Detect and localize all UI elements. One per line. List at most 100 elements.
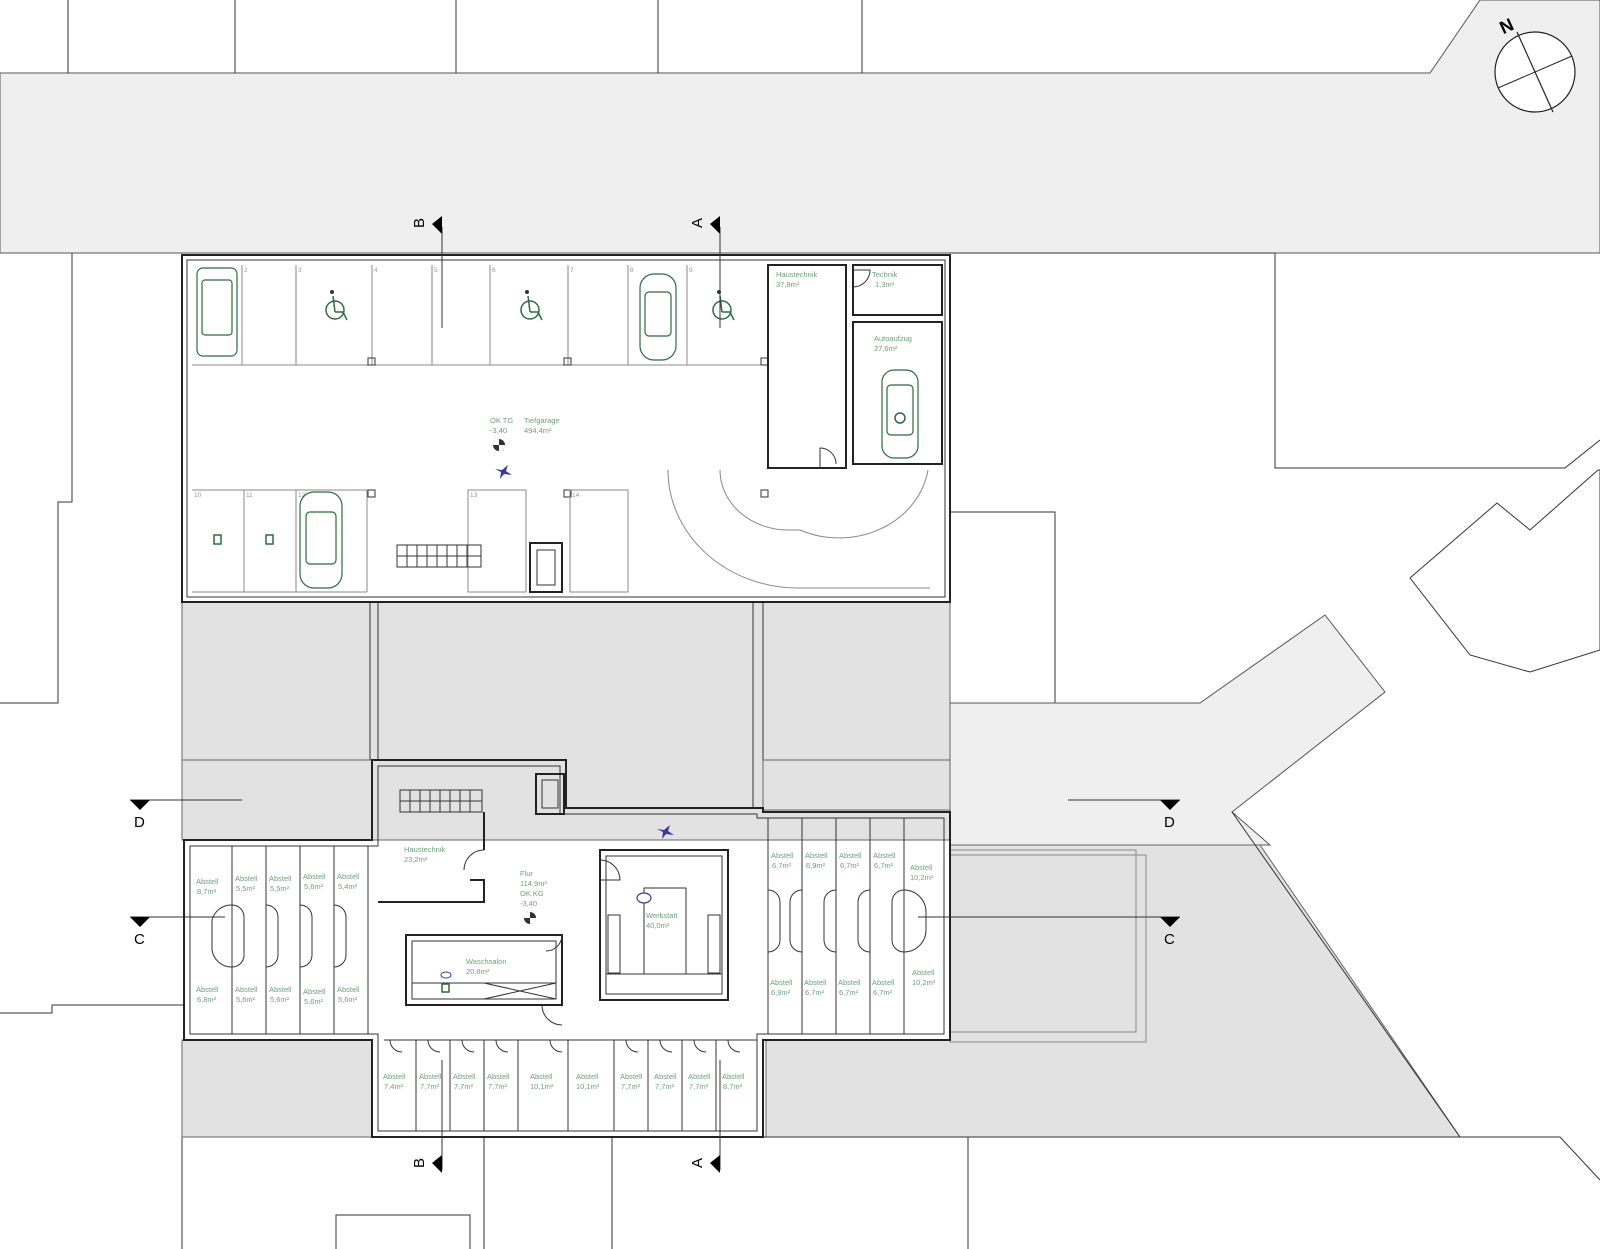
wheelchair-icon bbox=[712, 290, 735, 321]
room-name: Haustechnik bbox=[404, 845, 446, 854]
storage-area: 8,7m² bbox=[723, 1082, 743, 1091]
level-value: -3,40 bbox=[520, 899, 537, 908]
storage-area: 6,7m² bbox=[874, 861, 894, 870]
section-arrow-icon bbox=[432, 1155, 442, 1173]
storage-name: Abstell bbox=[303, 872, 326, 881]
section-markers: B A B A D D C C bbox=[130, 216, 1180, 1173]
section-label-d: D bbox=[1164, 814, 1175, 831]
storage-area: 10,2m² bbox=[912, 978, 936, 987]
room-name: Haustechnik bbox=[776, 270, 818, 279]
storage-area: 5,6m² bbox=[338, 995, 358, 1004]
space-number: 3 bbox=[298, 267, 302, 274]
street-north bbox=[0, 0, 1600, 254]
storage-name: Abstell bbox=[805, 851, 828, 860]
room-area: 23,2m² bbox=[404, 855, 428, 864]
neighbor-building bbox=[1409, 469, 1600, 673]
car-icon bbox=[196, 267, 238, 357]
storage-name: Abstell bbox=[722, 1072, 745, 1081]
storage-area: 6,8m² bbox=[197, 995, 217, 1004]
space-number: 2 bbox=[244, 267, 248, 274]
space-number: 6 bbox=[492, 267, 496, 274]
lane bbox=[949, 614, 1386, 846]
storage-name: Abstell bbox=[910, 863, 933, 872]
section-label-b: B bbox=[411, 1158, 428, 1168]
storage-name: Abstell bbox=[872, 978, 895, 987]
section-label-a: A bbox=[689, 1158, 706, 1168]
basement: Haustechnik 23,2m² Flur 114,9m² OK KG -3… bbox=[183, 759, 951, 1138]
section-arrow-icon bbox=[710, 1155, 720, 1173]
section-label-a: A bbox=[689, 218, 706, 228]
space-number: 7 bbox=[570, 267, 574, 274]
section-arrow-icon bbox=[1160, 917, 1180, 927]
storage-area: 5,6m² bbox=[270, 995, 290, 1004]
room-area: 494,4m² bbox=[524, 426, 552, 435]
storage-area: 7,7m² bbox=[621, 1082, 641, 1091]
room-name: Tiefgarage bbox=[524, 416, 560, 425]
storage-name: Abstell bbox=[383, 1072, 406, 1081]
storage-area: 5,6m² bbox=[236, 995, 256, 1004]
section-arrow-icon bbox=[710, 216, 720, 234]
storage-area: 10,1m² bbox=[530, 1082, 554, 1091]
storage-name: Abstell bbox=[196, 877, 219, 886]
storage-name: Abstell bbox=[654, 1072, 677, 1081]
storage-area: 5,6m² bbox=[304, 882, 324, 891]
storage-area: 7,4m² bbox=[384, 1082, 404, 1091]
storage-name: Abstell bbox=[337, 985, 360, 994]
section-label-b: B bbox=[411, 218, 428, 228]
storage-name: Abstell bbox=[196, 985, 219, 994]
storage-name: Abstell bbox=[235, 874, 258, 883]
level-value: -3,40 bbox=[490, 426, 507, 435]
car-icon bbox=[299, 491, 343, 589]
space-number: 11 bbox=[246, 492, 253, 499]
storage-name: Abstell bbox=[912, 968, 935, 977]
storage-name: Abstell bbox=[269, 985, 292, 994]
space-number: 12 bbox=[298, 492, 306, 499]
elevator bbox=[529, 542, 563, 593]
storage-name: Abstell bbox=[839, 851, 862, 860]
storage-area: 6,7m² bbox=[840, 861, 860, 870]
section-label-c: C bbox=[134, 931, 145, 948]
middle-zone bbox=[181, 601, 951, 1138]
storage-area: 6,7m² bbox=[772, 861, 792, 870]
space-number: 13 bbox=[470, 492, 478, 499]
room-name: Technik bbox=[872, 270, 898, 279]
room-area: 40,0m² bbox=[646, 921, 670, 930]
storage-name: Abstell bbox=[688, 1072, 711, 1081]
storage-area: 6,7m² bbox=[839, 988, 859, 997]
space-number: 8 bbox=[630, 267, 634, 274]
charger-icon bbox=[213, 534, 222, 545]
level-label: OK TG bbox=[490, 416, 513, 425]
car-icon bbox=[639, 273, 677, 361]
storage-area: 7,7m² bbox=[454, 1082, 474, 1091]
section-label-d: D bbox=[134, 814, 145, 831]
room-name: Autoaufzug bbox=[874, 334, 912, 343]
storage-name: Abstell bbox=[873, 851, 896, 860]
stairs bbox=[396, 544, 482, 568]
room-area: 20,8m² bbox=[466, 967, 490, 976]
storage-area: 8,7m² bbox=[197, 887, 217, 896]
storage-name: Abstell bbox=[530, 1072, 553, 1081]
section-arrow-icon bbox=[432, 216, 442, 234]
person-icon bbox=[495, 465, 512, 479]
storage-area: 5,6m² bbox=[304, 997, 324, 1006]
section-label-c: C bbox=[1164, 931, 1175, 948]
storage-name: Abstell bbox=[453, 1072, 476, 1081]
storage-name: Abstell bbox=[337, 872, 360, 881]
storage-area: 10,1m² bbox=[576, 1082, 600, 1091]
storage-name: Abstell bbox=[269, 874, 292, 883]
stairs bbox=[399, 789, 483, 813]
storage-area: 6,9m² bbox=[806, 861, 826, 870]
storage-area: 7,7m² bbox=[655, 1082, 675, 1091]
level-label: OK KG bbox=[520, 889, 544, 898]
storage-name: Abstell bbox=[770, 978, 793, 987]
room-area: 1,3m² bbox=[875, 280, 895, 289]
storage-name: Abstell bbox=[804, 978, 827, 987]
wheelchair-icon bbox=[520, 290, 543, 321]
storage-name: Abstell bbox=[771, 851, 794, 860]
space-number: 4 bbox=[374, 267, 378, 274]
storage-name: Abstell bbox=[838, 978, 861, 987]
section-arrow-icon bbox=[1160, 800, 1180, 810]
storage-area: 6,9m² bbox=[771, 988, 791, 997]
room-area: 37,8m² bbox=[776, 280, 800, 289]
garage: 2 3 4 5 6 7 8 9 10 11 12 13 14 bbox=[181, 254, 951, 603]
